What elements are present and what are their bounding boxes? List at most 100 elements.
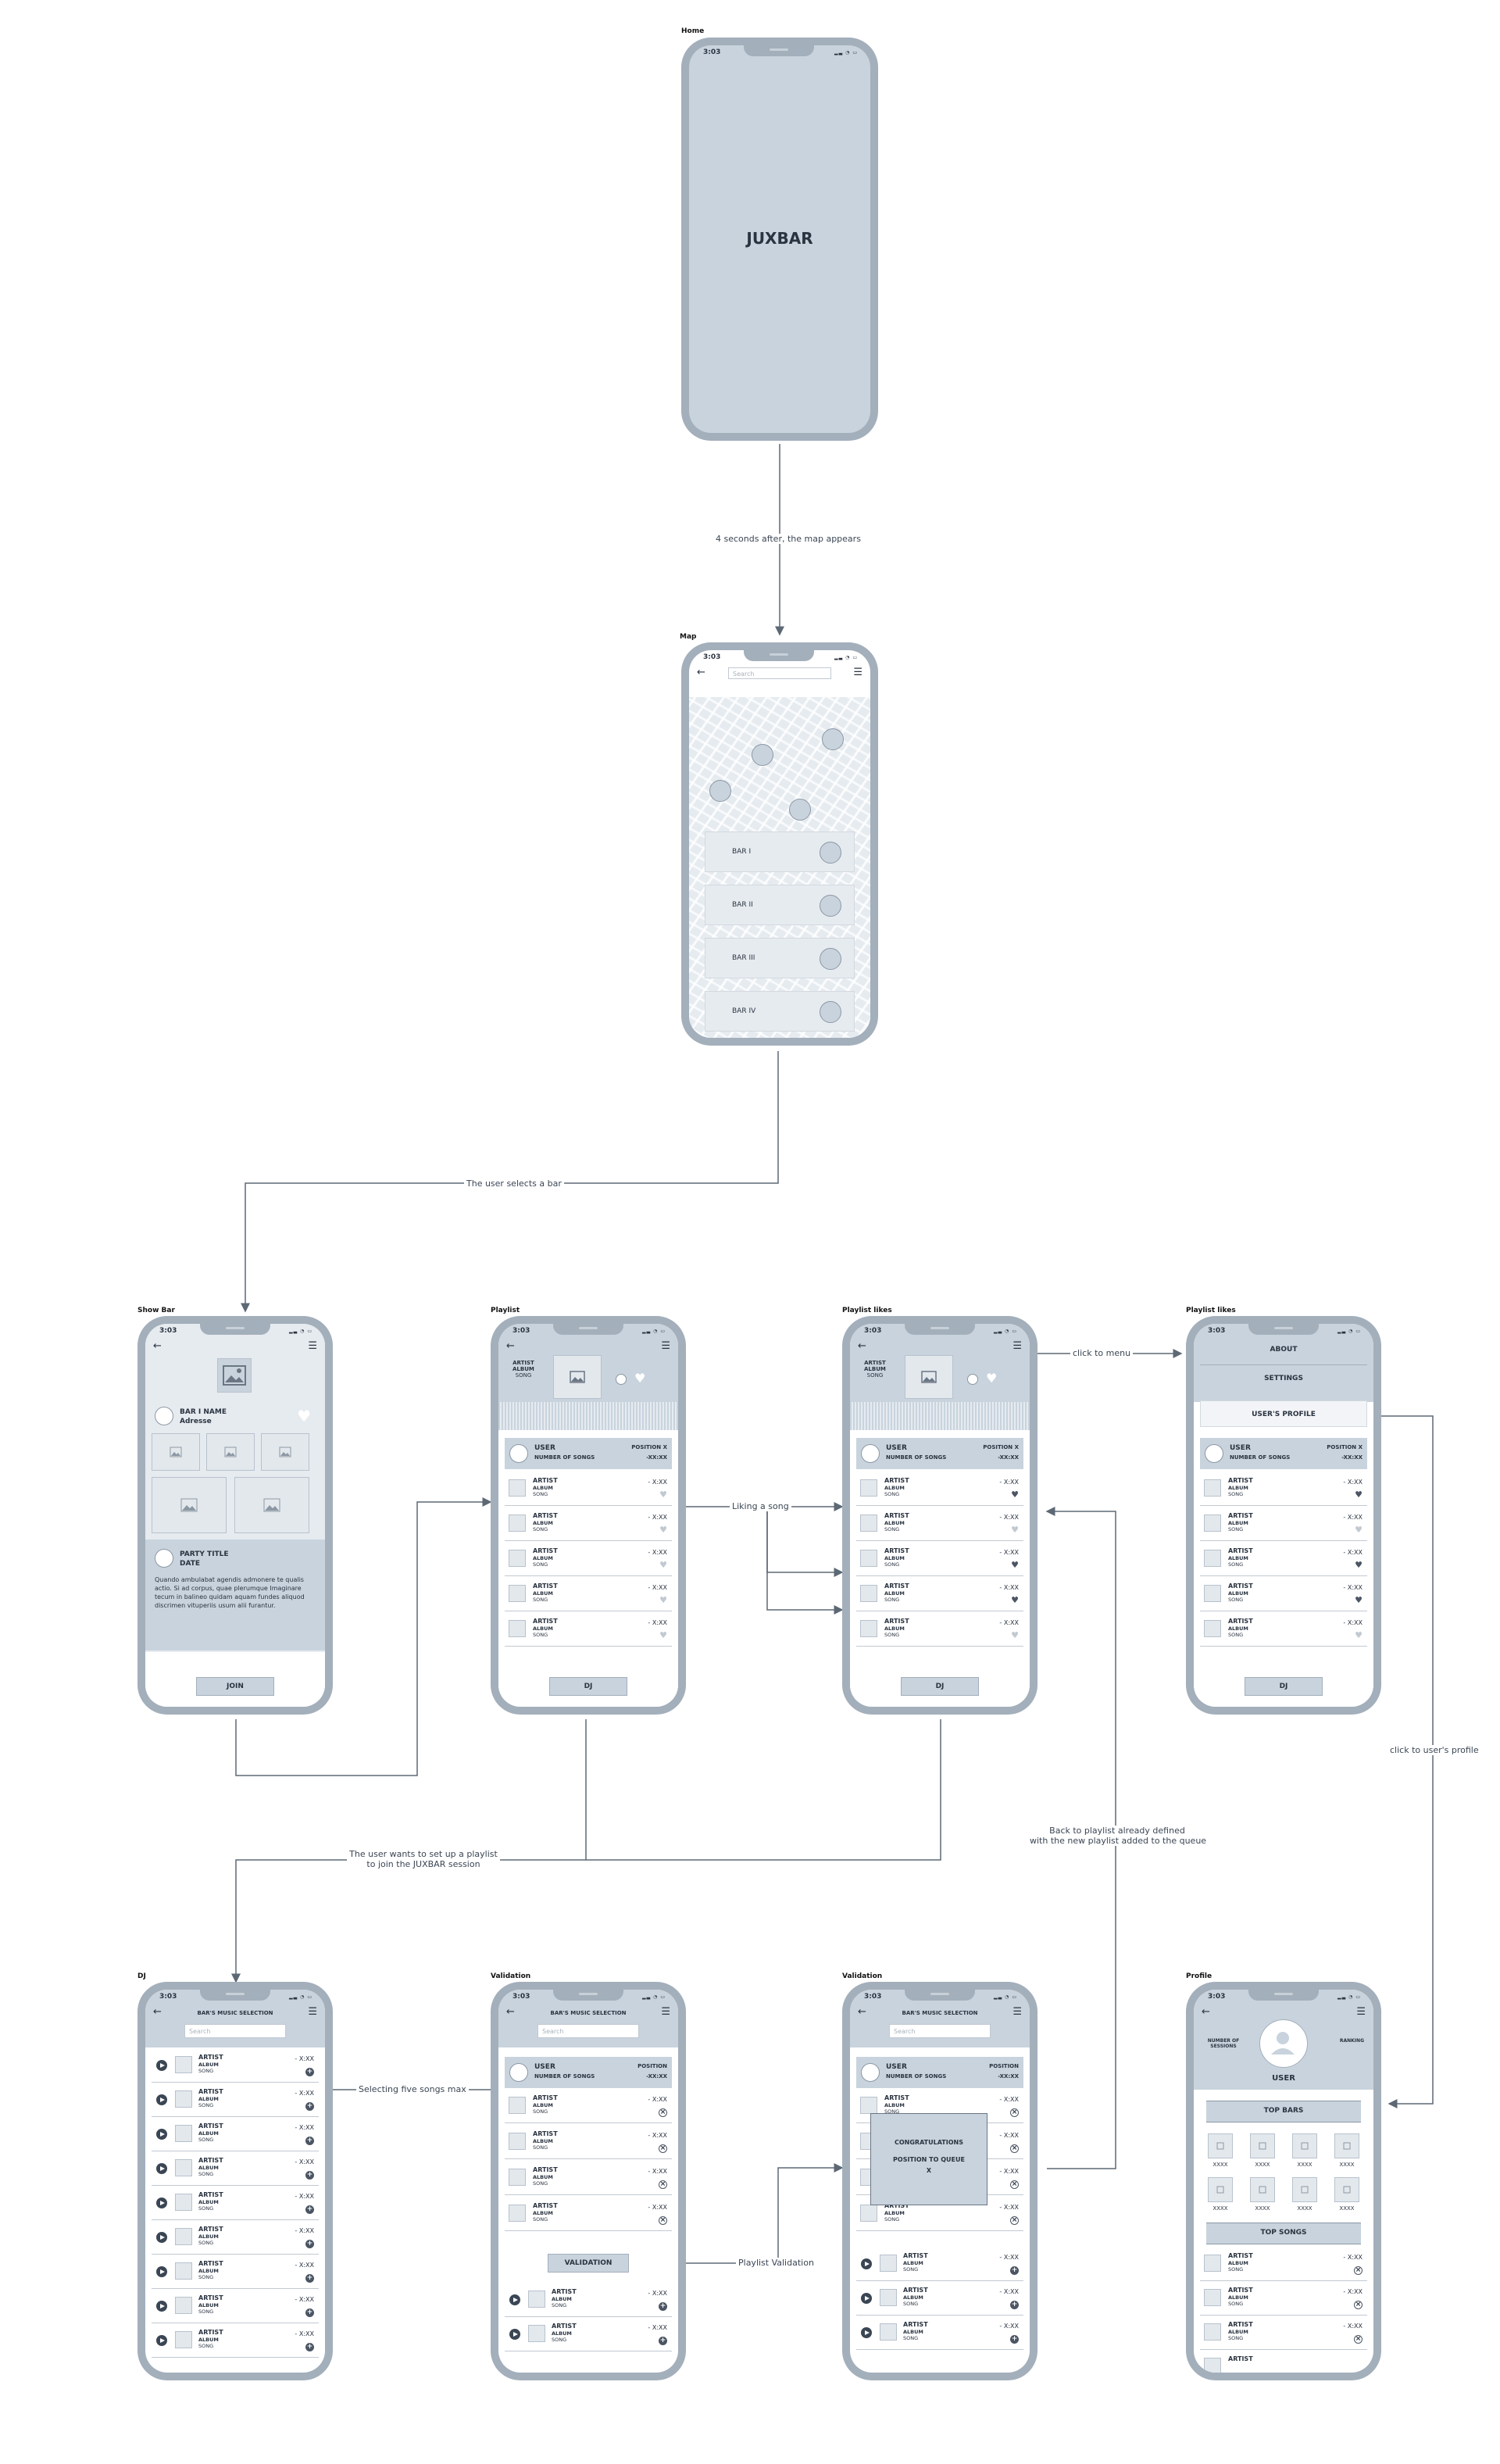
dj-button[interactable]: DJ: [1245, 1677, 1323, 1696]
bar-card[interactable]: BAR IV: [705, 991, 855, 1032]
hamburger-menu-icon[interactable]: ☰: [308, 2006, 317, 2018]
photo-icon[interactable]: [206, 1433, 255, 1471]
remove-icon[interactable]: ×: [1354, 2335, 1362, 2344]
dj-button[interactable]: DJ: [549, 1677, 627, 1696]
heart-icon[interactable]: ♥: [1011, 1525, 1019, 1535]
remove-icon[interactable]: ×: [1010, 2144, 1019, 2153]
play-icon[interactable]: [156, 2301, 167, 2312]
back-arrow-icon[interactable]: ←: [858, 2006, 866, 2018]
heart-icon[interactable]: ♥: [659, 1525, 667, 1535]
photo-icon[interactable]: [261, 1433, 309, 1471]
remove-icon[interactable]: ×: [1010, 2180, 1019, 2189]
heart-icon[interactable]: ♥: [1011, 1630, 1019, 1640]
add-icon[interactable]: +: [305, 2102, 314, 2111]
hamburger-menu-icon[interactable]: ☰: [1356, 2006, 1366, 2018]
back-arrow-icon[interactable]: ←: [858, 1340, 866, 1352]
remove-icon[interactable]: ×: [659, 2180, 667, 2189]
hamburger-menu-icon[interactable]: ☰: [853, 667, 862, 678]
add-icon[interactable]: +: [659, 2302, 667, 2311]
photo-icon[interactable]: [152, 1477, 227, 1533]
heart-icon[interactable]: ♥: [659, 1560, 667, 1570]
back-arrow-icon[interactable]: ←: [506, 2006, 515, 2018]
remove-icon[interactable]: ×: [1354, 2266, 1362, 2275]
add-icon[interactable]: +: [305, 2308, 314, 2317]
remove-icon[interactable]: ×: [659, 2216, 667, 2225]
dj-button[interactable]: DJ: [901, 1677, 979, 1696]
hamburger-menu-icon[interactable]: ☰: [308, 1340, 317, 1352]
remove-icon[interactable]: ×: [1354, 2301, 1362, 2309]
add-icon[interactable]: +: [305, 2137, 314, 2145]
list-item[interactable]: ARTIST: [1200, 2351, 1367, 2373]
play-icon[interactable]: [156, 2094, 167, 2105]
top-bar-tile[interactable]: XXXX: [1334, 2133, 1359, 2168]
add-icon[interactable]: +: [305, 2171, 314, 2180]
top-bar-tile[interactable]: XXXX: [1292, 2177, 1317, 2212]
add-icon[interactable]: +: [305, 2274, 314, 2283]
play-icon[interactable]: [156, 2129, 167, 2140]
top-bar-tile[interactable]: XXXX: [1292, 2133, 1317, 2168]
play-icon[interactable]: [156, 2060, 167, 2071]
bar-card[interactable]: BAR III: [705, 938, 855, 978]
play-icon[interactable]: [156, 2232, 167, 2243]
heart-icon[interactable]: ♥: [1011, 1595, 1019, 1605]
toggle-icon[interactable]: [616, 1374, 627, 1385]
play-icon[interactable]: [156, 2198, 167, 2208]
back-arrow-icon[interactable]: ←: [506, 1340, 515, 1352]
play-icon[interactable]: [861, 2327, 872, 2338]
menu-users-profile[interactable]: USER'S PROFILE: [1200, 1400, 1367, 1427]
heart-icon[interactable]: ♥: [1011, 1560, 1019, 1570]
top-bar-tile[interactable]: XXXX: [1250, 2133, 1275, 2168]
add-icon[interactable]: +: [305, 2068, 314, 2076]
toggle-icon[interactable]: [967, 1374, 978, 1385]
menu-about[interactable]: ABOUT: [1200, 1338, 1367, 1361]
add-icon[interactable]: +: [1010, 2335, 1019, 2344]
top-bar-tile[interactable]: XXXX: [1250, 2177, 1275, 2212]
remove-icon[interactable]: ×: [659, 2108, 667, 2117]
remove-icon[interactable]: ×: [1010, 2108, 1019, 2117]
map-pin[interactable]: [752, 744, 773, 766]
remove-icon[interactable]: ×: [659, 2144, 667, 2153]
hamburger-menu-icon[interactable]: ☰: [661, 1340, 670, 1352]
top-bar-tile[interactable]: XXXX: [1208, 2177, 1233, 2212]
back-arrow-icon[interactable]: ←: [1202, 2006, 1210, 2018]
map-pin[interactable]: [709, 780, 731, 802]
heart-icon[interactable]: ♥: [659, 1630, 667, 1640]
hamburger-menu-icon[interactable]: ☰: [1012, 1340, 1022, 1352]
heart-icon[interactable]: ♥: [1355, 1630, 1362, 1640]
top-bar-tile[interactable]: XXXX: [1208, 2133, 1233, 2168]
heart-icon[interactable]: ♥: [1355, 1489, 1362, 1500]
search-input[interactable]: Search: [538, 2024, 639, 2038]
add-icon[interactable]: +: [305, 2343, 314, 2351]
heart-icon[interactable]: ♥: [634, 1371, 646, 1386]
remove-icon[interactable]: ×: [1010, 2216, 1019, 2225]
play-icon[interactable]: [156, 2335, 167, 2346]
back-arrow-icon[interactable]: ←: [697, 667, 705, 678]
join-button[interactable]: JOIN: [196, 1677, 274, 1696]
bar-card[interactable]: BAR I: [705, 831, 855, 872]
